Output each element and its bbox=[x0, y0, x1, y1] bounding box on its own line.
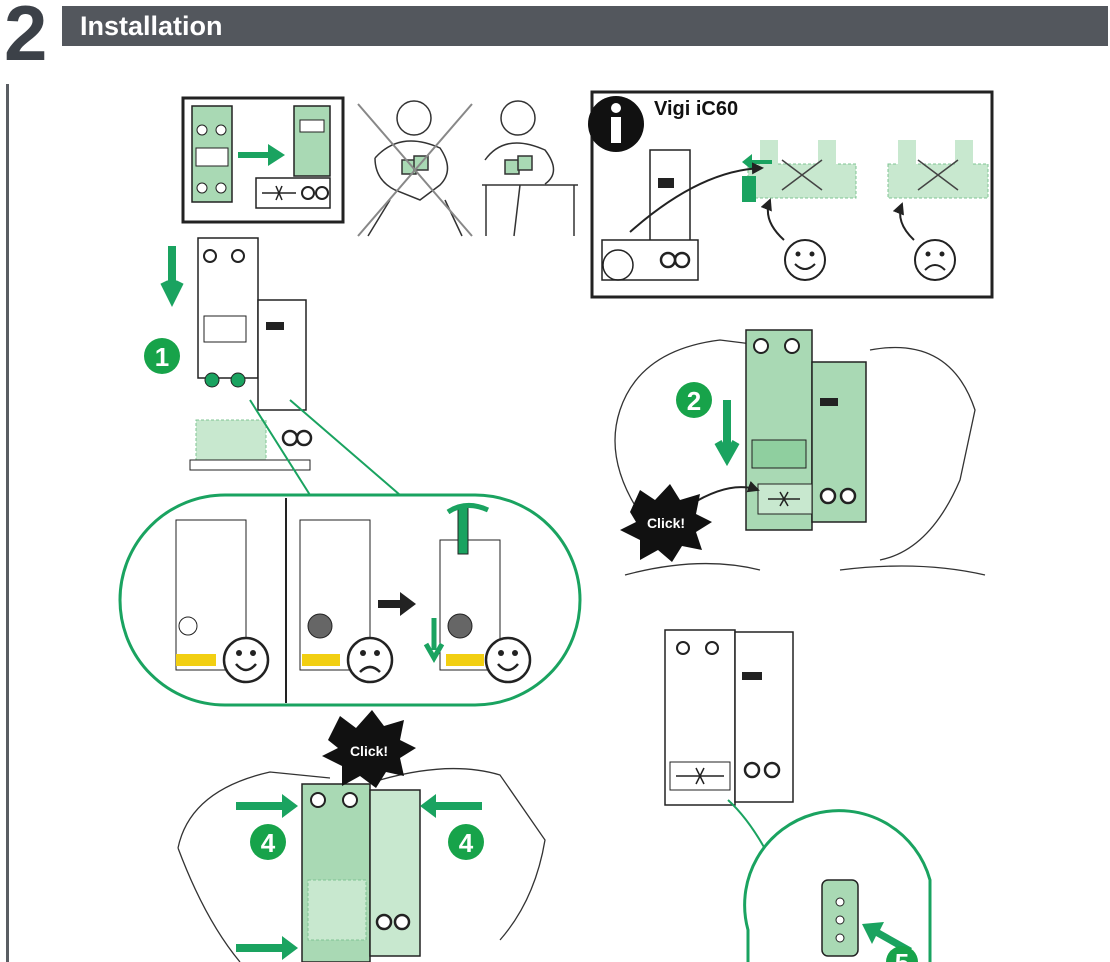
step-marker-4-left: 4 bbox=[261, 828, 276, 858]
section-number: 2 bbox=[4, 0, 48, 77]
section-header: Installation bbox=[62, 6, 1108, 46]
step1-module bbox=[144, 237, 313, 471]
step-marker-4-right: 4 bbox=[459, 828, 474, 858]
click-burst-bottom bbox=[322, 710, 416, 788]
click-label-top: Click! bbox=[647, 515, 685, 531]
click-burst-top bbox=[620, 484, 712, 562]
zoom-detail-capsule bbox=[118, 399, 582, 707]
section-title: Installation bbox=[80, 11, 223, 41]
step5-module bbox=[664, 629, 932, 962]
click-label-bottom: Click! bbox=[350, 743, 388, 759]
storage-box-panel bbox=[181, 96, 345, 224]
info-box-title: Vigi iC60 bbox=[654, 98, 738, 120]
person-correct-handling bbox=[482, 100, 578, 237]
step-marker-1: 1 bbox=[155, 342, 169, 372]
step-marker-2: 2 bbox=[687, 386, 701, 416]
step4-hands-module bbox=[177, 755, 546, 962]
step-marker-5: 5 bbox=[895, 948, 909, 962]
left-rule bbox=[6, 84, 9, 962]
info-box bbox=[588, 90, 994, 299]
person-wrong-handling bbox=[357, 100, 473, 237]
